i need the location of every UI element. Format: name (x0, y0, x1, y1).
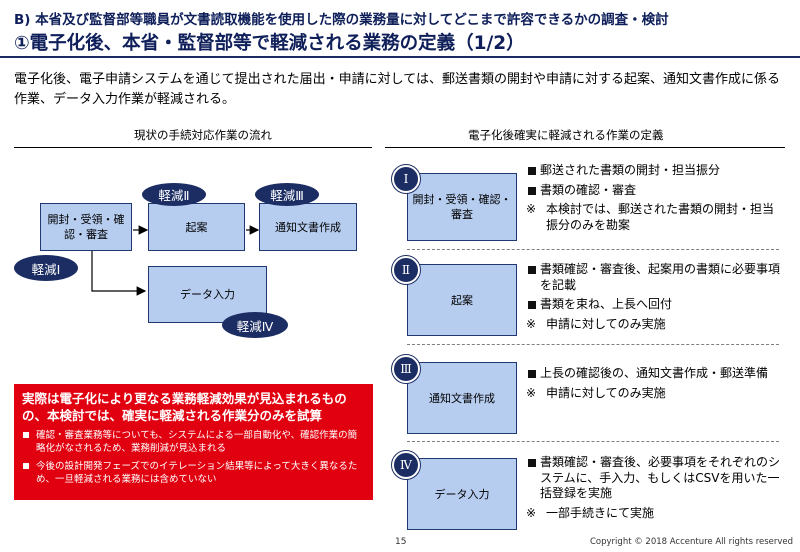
section-1-item: 郵送された書類の開封・担当振分 (526, 163, 780, 179)
section-divider (407, 344, 779, 345)
section-divider (407, 441, 779, 442)
intro-text: 電子化後、電子申請システムを通じて提出された届出・申請に対しては、郵送書類の開封… (14, 72, 780, 107)
section-1-item: 書類の確認・審査 (526, 183, 780, 199)
caution-heading: 実際は電子化により更なる業務軽減効果が見込まれるものの、本検討では、確実に軽減さ… (22, 391, 347, 423)
section-2-list: 書類確認・審査後、起案用の書類に必要事項を記載 書類を束ね、上長へ回付 申請に対… (526, 262, 780, 336)
section-number-3: Ⅲ (392, 355, 420, 383)
left-column-heading: 現状の手続対応作業の流れ (134, 128, 272, 142)
reduction-oval-1: 軽減Ⅰ (14, 255, 78, 281)
section-2-item: 書類を束ね、上長へ回付 (526, 297, 780, 313)
section-4-list: 書類確認・審査後、必要事項をそれぞれのシステムに、手入力、もしくはCSVを用いた… (526, 455, 780, 525)
definition-box-2: 起案 (407, 264, 517, 336)
page-number: 15 (395, 537, 407, 547)
caution-item: 今後の設計開発フェーズでのイテレーション結果等によって大きく異なるため、一旦軽減… (22, 460, 365, 486)
left-column-rule (14, 147, 372, 148)
section-2-note: 申請に対してのみ実施 (526, 317, 780, 333)
copyright-text: Copyright © 2018 Accenture All rights re… (590, 537, 794, 547)
caution-item: 確認・審査業務等についても、システムによる一部自動化や、確認作業の簡略化がなされ… (22, 429, 365, 455)
section-divider (407, 249, 779, 250)
section-1-list: 郵送された書類の開封・担当振分 書類の確認・審査 本検討では、郵送された書類の開… (526, 163, 780, 237)
section-number-1: Ⅰ (392, 165, 420, 193)
definition-box-4: データ入力 (407, 458, 517, 530)
reduction-oval-2: 軽減Ⅱ (142, 183, 206, 206)
flow-box-open-review: 開封・受領・確認・審査 (40, 203, 132, 251)
definition-box-3: 通知文書作成 (407, 362, 517, 434)
reduction-oval-3: 軽減Ⅲ (255, 183, 319, 206)
section-number-4: Ⅳ (392, 451, 420, 479)
flow-box-notice: 通知文書作成 (259, 203, 357, 251)
section-3-list: 上長の確認後の、通知文書作成・郵送準備 申請に対してのみ実施 (526, 366, 780, 405)
section-number-2: Ⅱ (392, 256, 420, 284)
right-column-heading: 電子化後確実に軽減される作業の定義 (468, 128, 664, 142)
section-1-note: 本検討では、郵送された書類の開封・担当振分のみを勘案 (526, 202, 780, 233)
section-4-item: 書類確認・審査後、必要事項をそれぞれのシステムに、手入力、もしくはCSVを用いた… (526, 455, 780, 502)
section-2-item: 書類確認・審査後、起案用の書類に必要事項を記載 (526, 262, 780, 293)
title-divider (0, 56, 800, 58)
flow-box-draft: 起案 (148, 203, 245, 251)
reduction-oval-4: 軽減Ⅳ (222, 312, 288, 338)
section-3-note: 申請に対してのみ実施 (526, 386, 780, 402)
right-column-rule (385, 147, 785, 148)
caution-callout: 実際は電子化により更なる業務軽減効果が見込まれるものの、本検討では、確実に軽減さ… (14, 384, 373, 500)
page-subtitle: B) 本省及び監督部等職員が文書読取機能を使用した際の業務量に対してどこまで許容… (14, 12, 669, 28)
section-3-item: 上長の確認後の、通知文書作成・郵送準備 (526, 366, 780, 382)
page-title: ①電子化後、本省・監督部等で軽減される業務の定義（1/2） (14, 33, 525, 54)
section-4-note: 一部手続きにて実施 (526, 506, 780, 522)
flow-arrows (91, 225, 260, 296)
definition-box-1: 開封・受領・確認・審査 (407, 173, 517, 241)
